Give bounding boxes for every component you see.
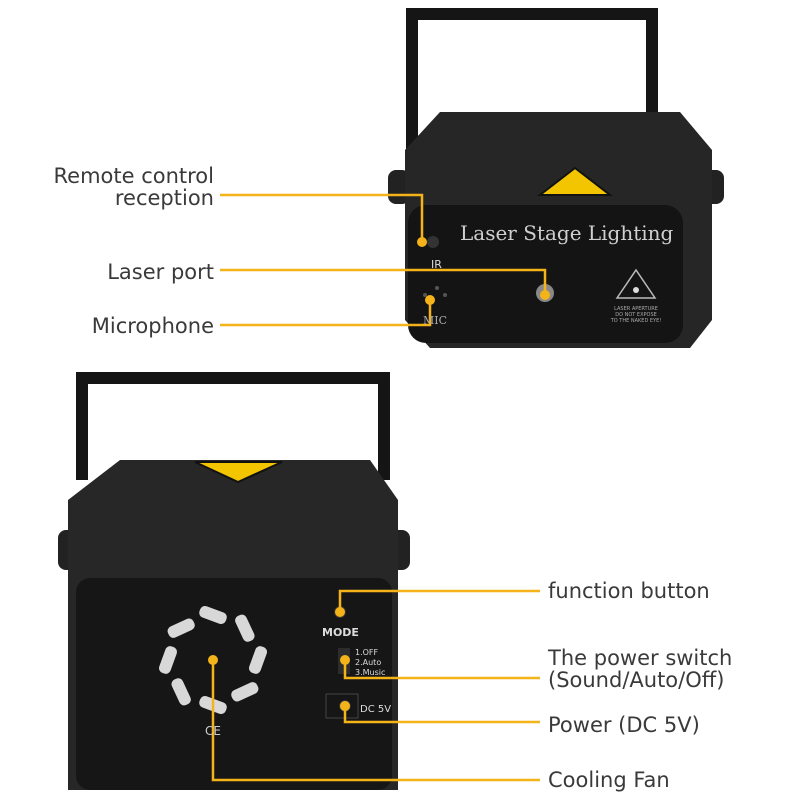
callout-dots xyxy=(208,237,550,711)
fan-vent xyxy=(231,682,259,702)
fan-vent xyxy=(171,678,191,706)
mode-label: MODE xyxy=(322,626,359,639)
callout-power-switch: The power switch (Sound/Auto/Off) xyxy=(548,647,732,691)
callout-text: Remote control xyxy=(53,164,215,188)
switch-options: 1.OFF 2.Auto 3.Music xyxy=(355,648,385,678)
warning-line: DO NOT EXPOSE xyxy=(615,312,657,318)
warning-line: LASER APERTURE xyxy=(614,306,658,312)
switch-option: 2.Auto xyxy=(355,658,382,667)
callout-remote: Remote control reception xyxy=(54,165,215,209)
laser-warning-icon xyxy=(615,268,657,299)
fan-vent xyxy=(199,605,227,625)
top-handle xyxy=(406,8,658,200)
switch-option: 3.Music xyxy=(355,668,386,677)
warning-line: TO THE NAKED EYE! xyxy=(610,318,662,324)
bottom-device xyxy=(58,372,410,790)
mic-label: MIC xyxy=(423,314,448,327)
panel-title: Laser Stage Lighting xyxy=(460,221,674,245)
dc-label: DC 5V xyxy=(360,704,392,715)
ir-label: IR xyxy=(431,258,442,271)
fan-vent xyxy=(235,614,255,642)
bottom-handle xyxy=(76,372,390,480)
callout-cooling-fan: Cooling Fan xyxy=(548,768,670,792)
ce-mark: CE xyxy=(205,724,221,738)
fan-vent xyxy=(248,646,268,674)
callout-text: reception xyxy=(114,186,214,210)
dc-port-frame xyxy=(325,693,359,719)
bottom-front-panel xyxy=(76,578,392,790)
ir-sensor xyxy=(427,236,439,248)
warning-triangle xyxy=(194,461,283,484)
top-device xyxy=(388,8,724,348)
callout-text: The power switch xyxy=(548,646,733,670)
warning-triangle xyxy=(537,166,613,196)
callout-microphone: Microphone xyxy=(91,314,214,338)
switch-option: 1.OFF xyxy=(355,648,379,657)
callout-laser-port: Laser port xyxy=(107,260,214,284)
callout-power: Power (DC 5V) xyxy=(548,713,700,737)
fan-vent xyxy=(167,618,195,638)
callout-function-button: function button xyxy=(548,579,710,603)
callout-lines xyxy=(211,193,547,782)
fan-vent xyxy=(158,646,178,674)
callout-text: (Sound/Auto/Off) xyxy=(548,668,725,692)
laser-warning-text: LASER APERTURE DO NOT EXPOSE TO THE NAKE… xyxy=(606,306,666,324)
